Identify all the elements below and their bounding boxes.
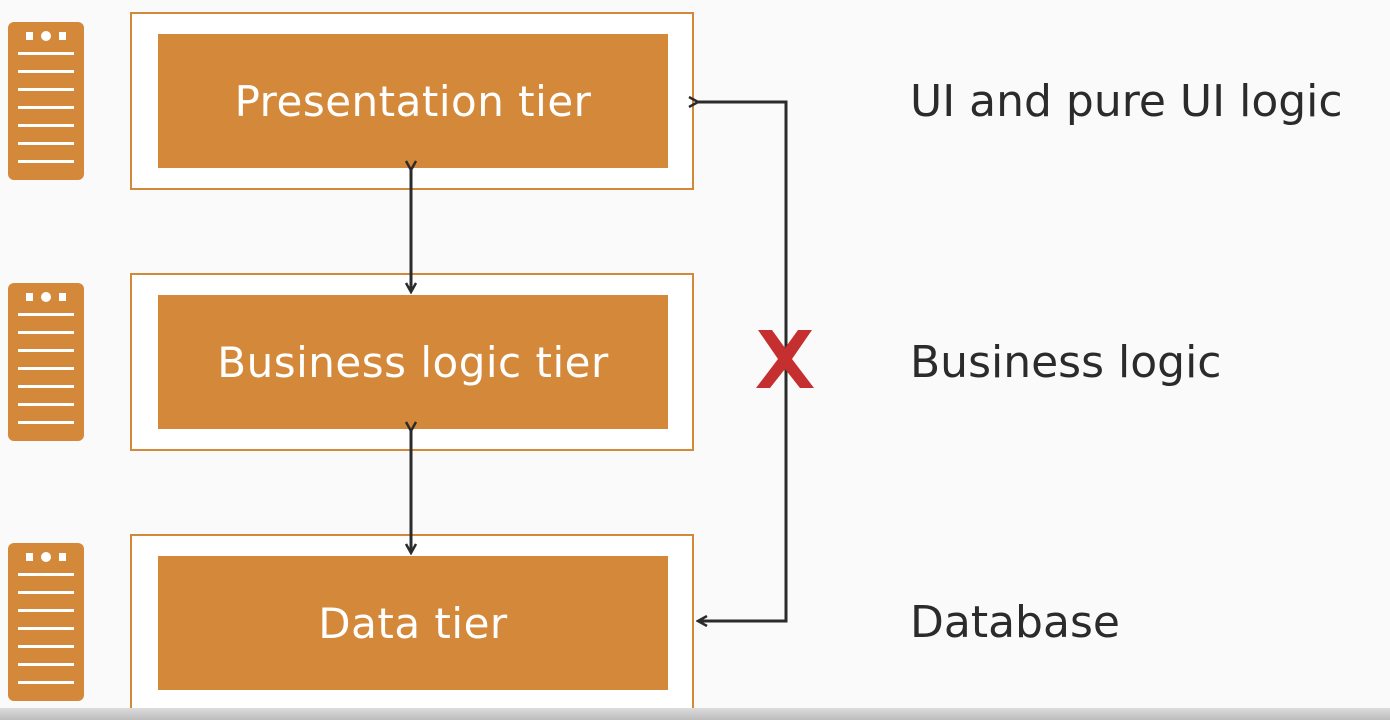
server-icon <box>8 543 84 701</box>
x-icon <box>756 330 814 388</box>
presentation-tier-description: UI and pure UI logic <box>910 76 1343 127</box>
business-logic-tier-label: Business logic tier <box>217 337 609 387</box>
presentation-tier-label: Presentation tier <box>234 76 592 126</box>
data-tier-label: Data tier <box>318 598 508 648</box>
data-tier-box: Data tier <box>130 534 694 712</box>
presentation-tier-fill: Presentation tier <box>158 34 668 168</box>
server-icon <box>8 283 84 441</box>
bottom-edge-bar <box>0 708 1390 720</box>
server-icon <box>8 22 84 180</box>
business-logic-tier-box: Business logic tier <box>130 273 694 451</box>
data-tier-description: Database <box>910 597 1120 648</box>
business-logic-tier-description: Business logic <box>910 337 1222 388</box>
data-tier-fill: Data tier <box>158 556 668 690</box>
business-logic-tier-fill: Business logic tier <box>158 295 668 429</box>
